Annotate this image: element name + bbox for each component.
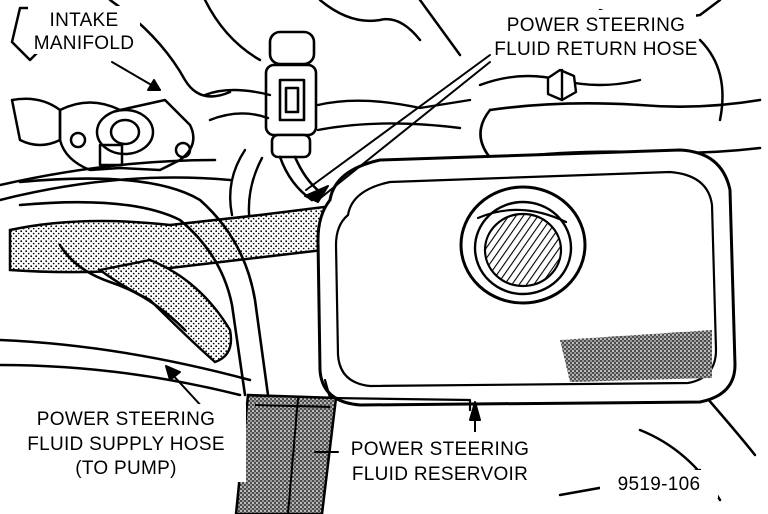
intake-manifold [58,98,195,172]
figure-number: 9519-106 [600,470,718,498]
electrical-connector [264,30,322,202]
supply-hose-line1: POWER STEERING [37,409,215,430]
leader-lines [111,54,491,453]
arrowhead-return-hose [304,185,329,203]
arrowhead-supply-hose [165,365,181,381]
leader-supply-hose [169,371,206,411]
hose-bracket-nut [546,68,578,102]
intake-manifold-line2: MANIFOLD [34,33,135,54]
stippled-hoses [8,203,342,364]
label-supply-hose: POWER STEERING FLUID SUPPLY HOSE (TO PUM… [24,404,246,482]
supply-hose-line2: FLUID SUPPLY HOSE [27,434,225,455]
reservoir-line1: POWER STEERING [351,439,529,460]
fluid-reservoir [316,148,737,412]
supply-hose [18,177,270,397]
supply-hose-outlet [234,393,338,514]
arrowhead-intake-manifold [147,79,161,91]
figure-number-text: 9519-106 [618,474,701,495]
supply-hose-line3: (TO PUMP) [75,458,177,479]
return-hose-line2: FLUID RETURN HOSE [494,39,698,60]
reservoir-line2: FLUID RESERVOIR [352,464,528,485]
label-reservoir: POWER STEERING FLUID RESERVOIR [342,432,538,488]
label-return-hose: POWER STEERING FLUID RETURN HOSE [494,10,698,60]
return-hose-line1: POWER STEERING [507,15,685,36]
leader-return-hose [305,54,491,191]
leader-return-hose-2 [317,61,491,201]
label-intake-manifold: INTAKE MANIFOLD [28,6,140,54]
intake-manifold-line1: INTAKE [49,10,118,31]
